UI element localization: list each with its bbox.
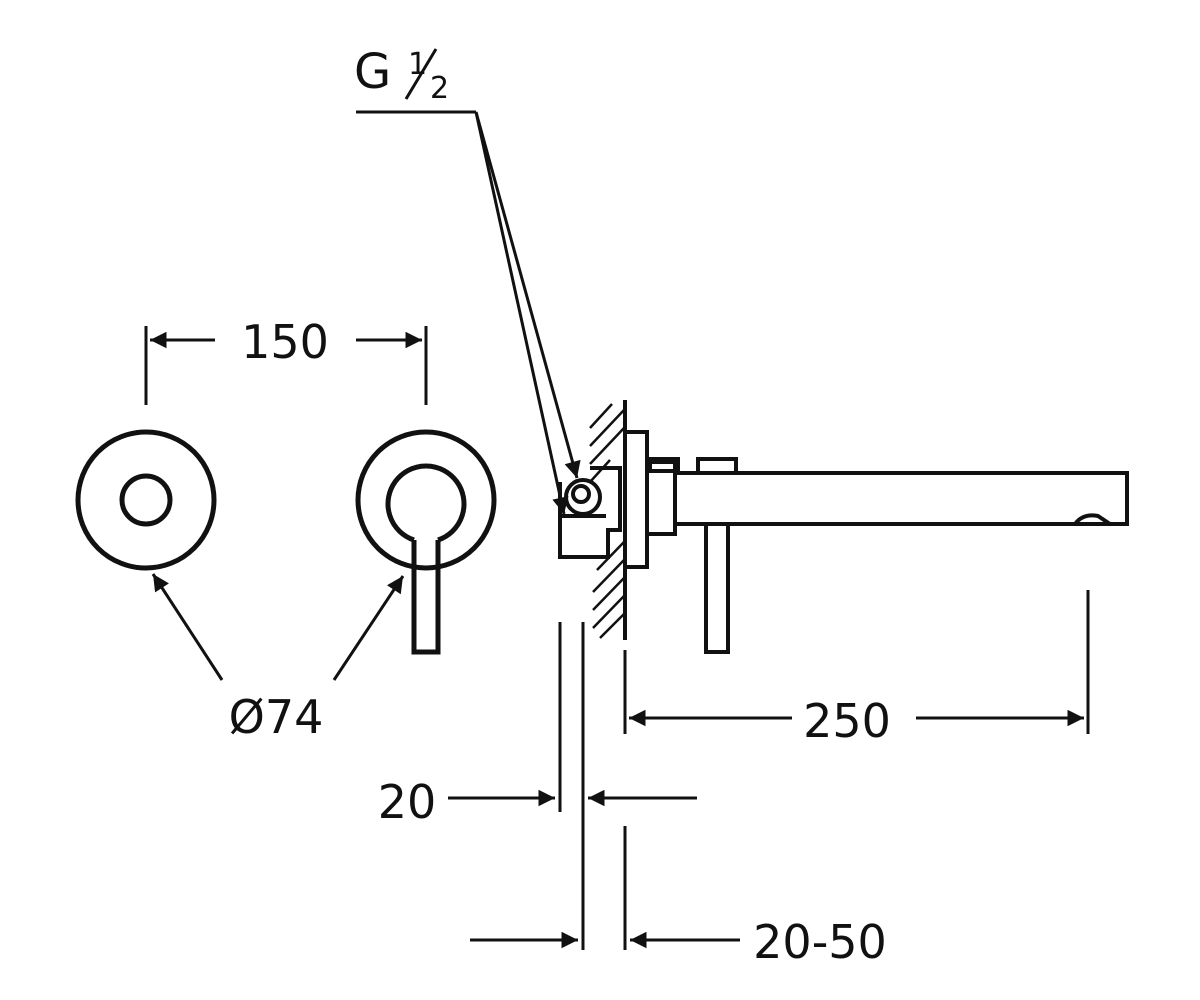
dimension-label-20: 20 <box>378 775 437 829</box>
dimension-diameter-74: Ø74 <box>151 573 405 744</box>
left-rosette <box>75 429 217 571</box>
dimension-250: 250 <box>623 590 1090 748</box>
dimension-20-50: 20-50 <box>470 826 887 969</box>
dimension-20: 20 <box>378 622 697 950</box>
dimension-label-diameter: Ø74 <box>229 690 324 744</box>
thread-callout: G 1 2 <box>354 44 581 515</box>
right-rosette-with-lever <box>355 429 497 655</box>
dimension-label-150: 150 <box>241 315 329 369</box>
dimension-150: 150 <box>144 315 428 405</box>
thread-fraction-slash <box>404 48 438 100</box>
thread-fraction-denominator: 2 <box>430 71 449 106</box>
mounting-plate <box>623 430 649 569</box>
spout-and-lever <box>645 457 1129 654</box>
concealed-valve-body <box>558 466 622 559</box>
thread-prefix: G <box>354 44 391 100</box>
thread-fraction-numerator: 1 <box>408 47 427 82</box>
dimension-label-250: 250 <box>803 694 891 748</box>
dimension-label-20-50: 20-50 <box>753 915 887 969</box>
